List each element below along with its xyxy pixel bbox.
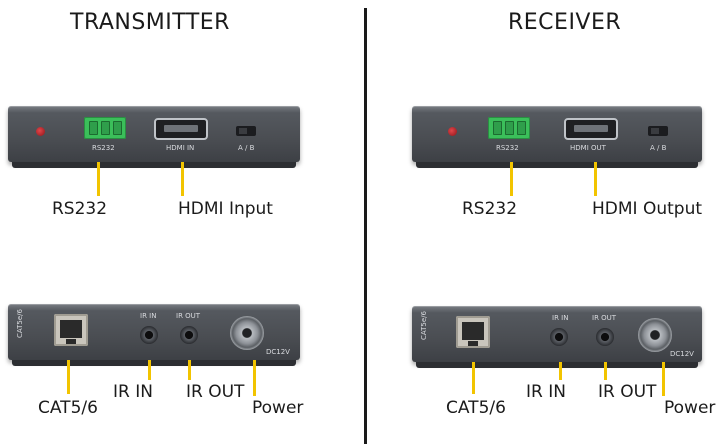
- rs232-terminal-block: [84, 117, 126, 139]
- panel-divider: [364, 8, 367, 444]
- rj45-port: [54, 314, 88, 346]
- power-port-label: DC12V: [670, 350, 694, 358]
- hdmi-callout: HDMI Output: [592, 199, 703, 219]
- ir-in-jack: [550, 328, 568, 346]
- ab-switch: [236, 126, 256, 136]
- rs232-terminal-block: [488, 117, 530, 139]
- ir-out-leader-line: [604, 362, 607, 380]
- ab-switch-label: A / B: [650, 144, 667, 152]
- ir-in-leader-line: [148, 360, 151, 380]
- receiver-panel: RECEIVER RS232 HDMI OUT A / B RS232 HDMI…: [360, 0, 720, 444]
- power-port-label: DC12V: [266, 348, 290, 356]
- network-callout: CAT5/6: [38, 398, 98, 418]
- ir-in-callout: IR IN: [526, 382, 566, 402]
- transmitter-front-panel: RS232 HDMI IN A / B: [8, 106, 300, 168]
- hdmi-leader-line: [181, 162, 184, 196]
- ab-switch: [648, 126, 668, 136]
- hdmi-leader-line: [594, 162, 597, 196]
- receiver-front-panel: RS232 HDMI OUT A / B: [412, 106, 702, 168]
- power-led-icon: [36, 127, 45, 136]
- hdmi-in-port: [154, 118, 208, 140]
- ir-in-port-label: IR IN: [552, 314, 569, 322]
- ir-out-port-label: IR OUT: [592, 314, 617, 322]
- power-leader-line: [253, 360, 256, 396]
- ir-out-jack: [596, 328, 614, 346]
- dc-power-jack: [230, 316, 264, 350]
- network-leader-line: [67, 360, 70, 394]
- rs232-leader-line: [510, 162, 513, 196]
- power-callout: Power: [252, 398, 304, 418]
- hdmi-callout: HDMI Input: [178, 199, 273, 219]
- rs232-port-label: RS232: [92, 144, 115, 152]
- dc-power-jack: [638, 318, 672, 352]
- transmitter-title: TRANSMITTER: [70, 10, 230, 35]
- receiver-title: RECEIVER: [508, 10, 622, 35]
- ir-in-callout: IR IN: [113, 382, 153, 402]
- network-port-label: CAT5e/6: [420, 311, 428, 340]
- ir-in-leader-line: [559, 362, 562, 380]
- rs232-callout: RS232: [52, 199, 108, 219]
- ir-out-callout: IR OUT: [186, 382, 245, 402]
- rs232-port-label: RS232: [496, 144, 519, 152]
- rs232-leader-line: [97, 162, 100, 196]
- power-led-icon: [448, 127, 457, 136]
- rj45-port: [456, 316, 490, 348]
- ir-out-jack: [180, 326, 198, 344]
- network-port-label: CAT5e/6: [16, 309, 24, 338]
- rs232-callout: RS232: [462, 199, 518, 219]
- hdmi-port-label: HDMI IN: [166, 144, 195, 152]
- ir-in-port-label: IR IN: [140, 312, 157, 320]
- power-leader-line: [662, 362, 665, 396]
- ir-out-leader-line: [188, 360, 191, 380]
- ir-out-port-label: IR OUT: [176, 312, 201, 320]
- network-callout: CAT5/6: [446, 398, 506, 418]
- hdmi-out-port: [564, 118, 618, 140]
- network-leader-line: [472, 362, 475, 394]
- ir-out-callout: IR OUT: [598, 382, 657, 402]
- ab-switch-label: A / B: [238, 144, 255, 152]
- power-callout: Power: [664, 398, 716, 418]
- transmitter-panel: TRANSMITTER RS232 HDMI IN A / B RS232 HD…: [8, 10, 304, 418]
- ir-in-jack: [140, 326, 158, 344]
- transmitter-back-panel: CAT5e/6 IR IN IR OUT DC12V: [8, 304, 300, 366]
- receiver-back-panel: CAT5e/6 IR IN IR OUT DC12V: [412, 306, 702, 368]
- hdmi-port-label: HDMI OUT: [570, 144, 606, 152]
